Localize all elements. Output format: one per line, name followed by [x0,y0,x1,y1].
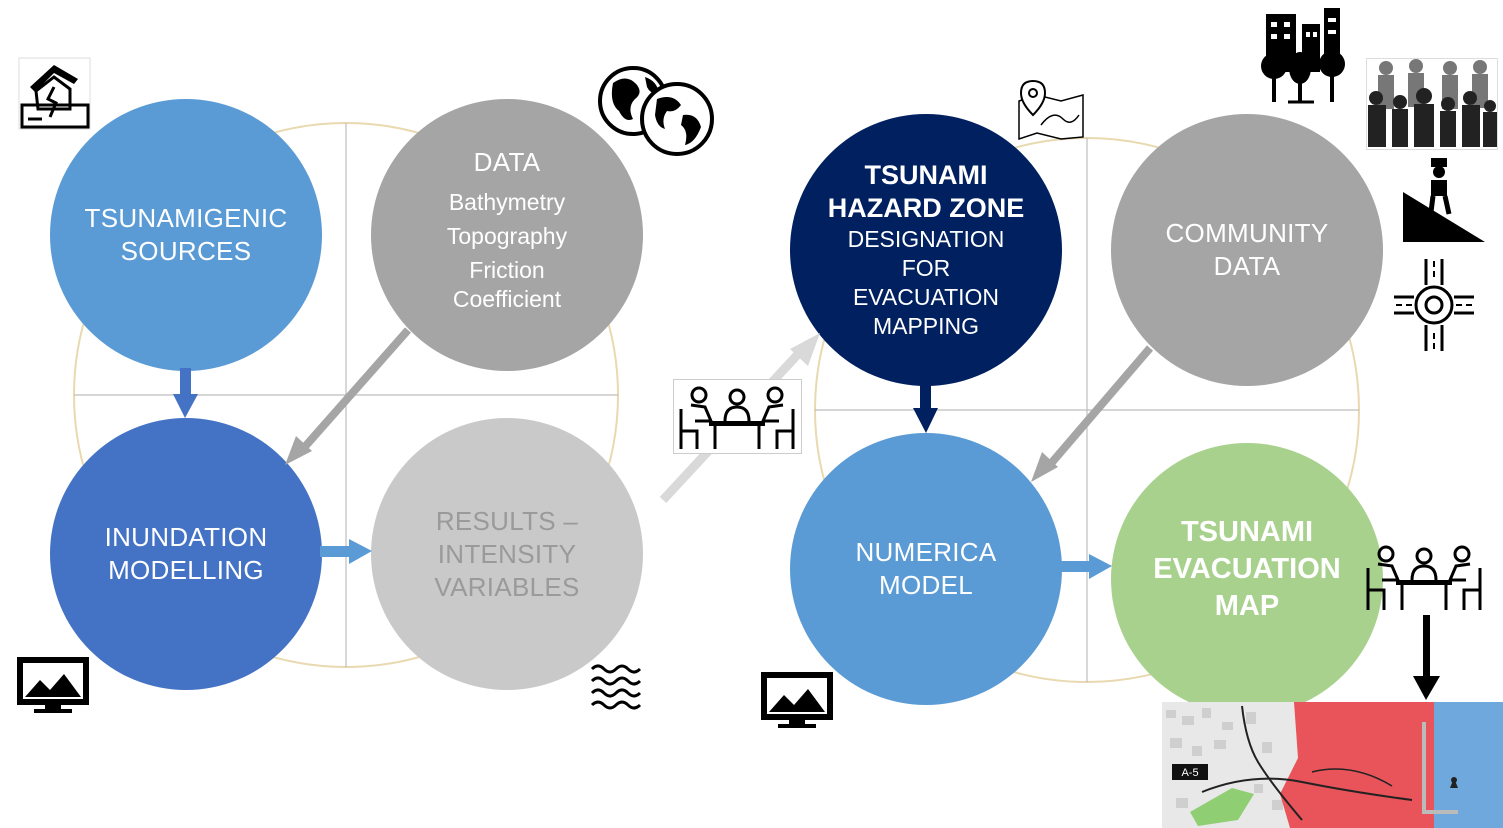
meeting-icon-right [1366,545,1482,610]
inundation-modelling-circle: INUNDATION MODELLING [50,418,322,690]
climbing-person-icon [1403,158,1485,242]
numerical-line2: MODEL [879,570,973,600]
numerical-model-circle: NUMERICA MODEL [790,433,1062,705]
data-title: DATA [473,147,541,177]
arrow-meeting-to-map [1413,615,1440,700]
hazard-bold2: HAZARD ZONE [827,193,1025,223]
tsunamigenic-sources-circle: TSUNAMIGENIC SOURCES [50,99,322,371]
arrow-hazard-to-numerical [913,384,938,433]
arrow-inundation-to-results [320,539,372,564]
community-line2: DATA [1213,251,1281,281]
city-icon [1261,8,1345,104]
hazard-line3: DESIGNATION [847,226,1005,252]
evacuation-line1: TSUNAMI [1180,515,1314,548]
data-item-topography: Topography [446,223,568,249]
community-line1: COMMUNITY [1165,218,1329,248]
data-circle: DATA Bathymetry Topography Friction Coef… [371,99,643,371]
crowd-icon [1366,58,1498,150]
arrow-sources-to-inundation [173,368,198,418]
results-line1: RESULTS – [435,505,579,536]
hazard-line6: MAPPING [872,313,980,339]
data-item-coefficient: Coefficient [452,286,562,312]
hazard-bold1: TSUNAMI [864,160,988,190]
meeting-icon [673,379,802,454]
hazard-zone-circle: TSUNAMI HAZARD ZONE DESIGNATION FOR EVAC… [790,114,1062,386]
monitor-icon [17,657,89,713]
sources-line1: TSUNAMIGENIC [84,203,288,233]
roundabout-icon [1394,259,1474,351]
results-circle: RESULTS – INTENSITY VARIABLES [371,418,643,690]
monitor-icon-right [761,672,833,728]
collapsed-house-icon [18,57,91,130]
numerical-line1: NUMERICA [855,537,997,567]
evacuation-line2: EVACUATION [1153,552,1341,585]
results-line2: INTENSITY [437,538,577,569]
sources-line2: SOURCES [120,236,252,266]
evacuation-map-thumbnail: A-5 [1162,702,1503,828]
arrow-data-to-inundation [285,327,411,465]
community-data-circle: COMMUNITY DATA [1111,114,1383,386]
data-item-bathymetry: Bathymetry [448,189,566,215]
map-label: A-5 [1181,767,1198,779]
data-item-friction: Friction [469,257,545,283]
arrow-community-to-numerical [1031,345,1154,482]
map-pin-icon [1018,79,1084,141]
results-line3: VARIABLES [434,571,580,602]
inundation-line1: INUNDATION [104,522,268,552]
evacuation-map-circle: TSUNAMI EVACUATION MAP [1111,443,1383,715]
globe-icon [598,66,714,156]
inundation-line2: MODELLING [108,555,264,585]
hazard-line5: EVACUATION [852,284,1000,310]
waves-icon [590,664,642,710]
arrow-numerical-to-evacuation [1060,554,1112,579]
hazard-line4: FOR [901,255,951,281]
evacuation-line3: MAP [1214,589,1280,622]
